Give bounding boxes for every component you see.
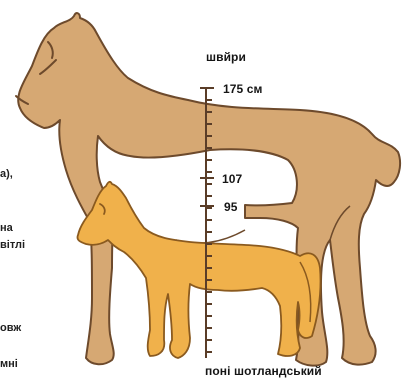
label-107: 107 — [222, 172, 242, 186]
draft-horse-body — [18, 13, 400, 366]
label-175-cm: 175 см — [223, 82, 263, 96]
draft-horse-figure — [16, 13, 400, 366]
label-withers: швйри — [206, 50, 246, 64]
pony-caption: поні шотландський — [205, 364, 322, 378]
label-95: 95 — [224, 200, 238, 214]
